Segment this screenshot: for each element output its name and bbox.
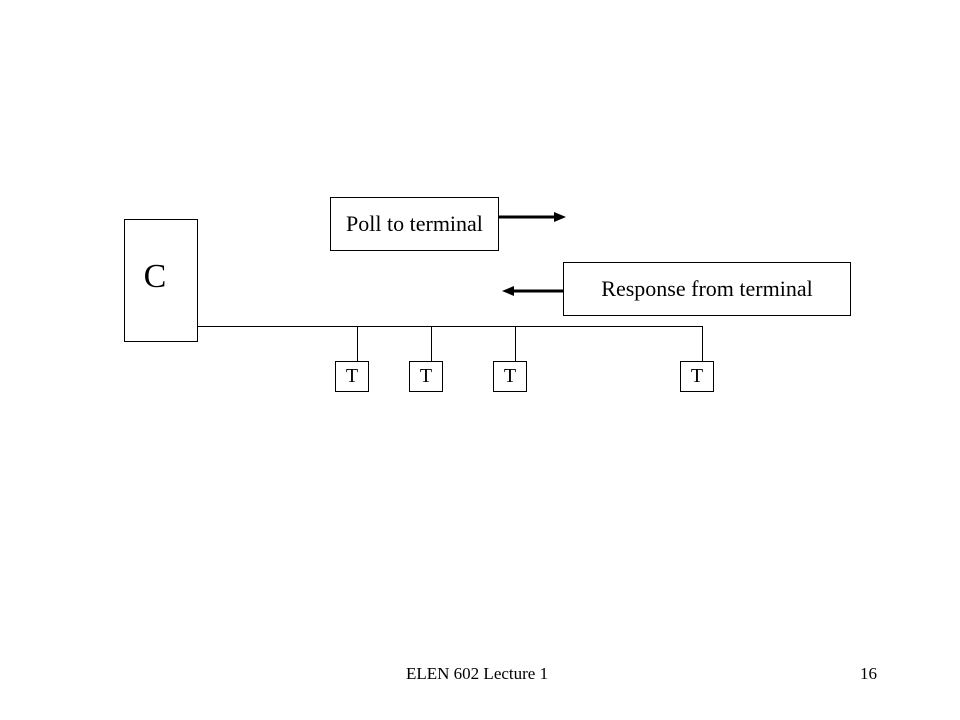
terminal-drop-line-1: [357, 326, 358, 361]
terminal-drop-line-2: [431, 326, 432, 361]
terminal-label: T: [345, 365, 359, 387]
response-from-terminal-callout: Response from terminal: [563, 262, 851, 316]
poll-to-terminal-callout: Poll to terminal: [330, 197, 499, 251]
footer-page-number: 16: [860, 664, 877, 683]
controller-label: C: [143, 258, 167, 295]
terminal-box-1: T: [335, 361, 369, 392]
terminal-box-3: T: [493, 361, 527, 392]
terminal-drop-line-3: [515, 326, 516, 361]
terminal-box-2: T: [409, 361, 443, 392]
terminal-label: T: [503, 365, 517, 387]
terminal-box-4: T: [680, 361, 714, 392]
terminal-label: T: [419, 365, 433, 387]
footer-course-title: ELEN 602 Lecture 1: [406, 664, 549, 683]
poll-arrow-right: [499, 212, 566, 222]
shared-bus-line: [198, 326, 703, 327]
terminal-label: T: [690, 365, 704, 387]
response-arrow-left: [502, 286, 563, 296]
terminal-drop-line-4: [702, 326, 703, 361]
response-from-terminal-label: Response from terminal: [601, 276, 813, 301]
poll-to-terminal-label: Poll to terminal: [346, 211, 483, 236]
controller-box: [124, 219, 198, 342]
